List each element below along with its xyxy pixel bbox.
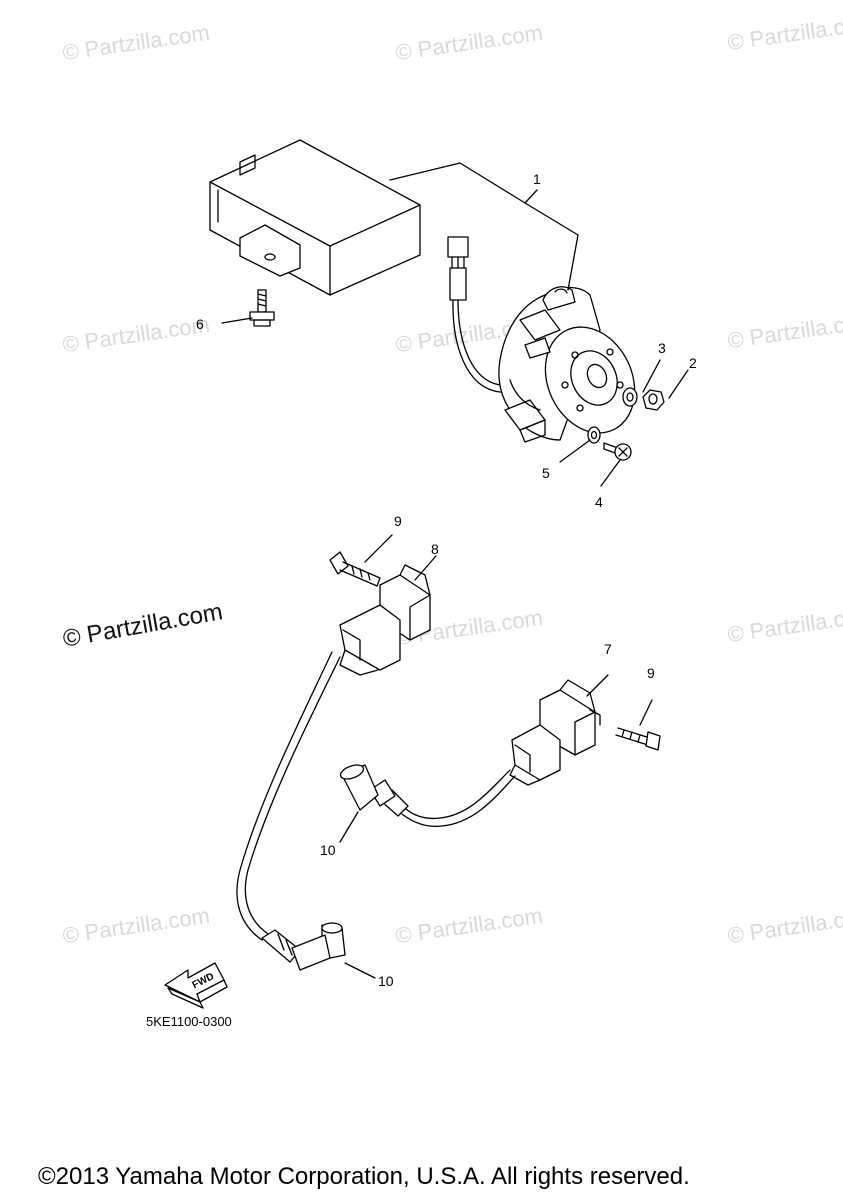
leader-3 (642, 359, 661, 393)
callout-8: 8 (431, 541, 439, 557)
callout-4: 4 (595, 494, 603, 510)
ignition-coil-8 (339, 564, 431, 676)
plug-cap-10-lower (261, 922, 346, 971)
callout-10-lower: 10 (378, 973, 394, 989)
callout-1: 1 (533, 171, 541, 187)
leader-5 (559, 439, 591, 463)
diagram-code: 5KE1100-0300 (146, 1014, 232, 1029)
leader-7 (586, 674, 609, 697)
callout-10-upper: 10 (320, 842, 336, 858)
callout-2: 2 (689, 355, 697, 371)
callout-9-upper: 9 (394, 513, 402, 529)
callout-6: 6 (196, 316, 204, 332)
leader-2 (668, 369, 689, 399)
leader-10-lower (344, 962, 376, 979)
leader-8 (414, 555, 437, 581)
ht-lead-short (401, 769, 516, 828)
screw-4 (603, 442, 632, 461)
bolt-6 (249, 289, 275, 327)
leader-9-upper (364, 534, 393, 563)
leader-10-upper (339, 811, 359, 843)
callout-5: 5 (542, 465, 550, 481)
stator-assembly (498, 286, 636, 443)
callout-9-lower: 9 (647, 665, 655, 681)
leader-9-lower (639, 699, 653, 726)
cdi-unit (209, 139, 421, 296)
leader-4 (600, 459, 621, 487)
ht-lead-long (236, 651, 341, 941)
leader-6 (221, 317, 253, 324)
copyright-notice: ©2013 Yamaha Motor Corporation, U.S.A. A… (38, 1163, 690, 1190)
callout-3: 3 (658, 340, 666, 356)
nut-2 (642, 389, 665, 411)
washer-3 (622, 387, 638, 407)
callout-7: 7 (604, 641, 612, 657)
fwd-arrow-icon (164, 962, 228, 1009)
plug-cap-10-upper (339, 764, 409, 817)
ignition-coil-7 (509, 679, 601, 786)
bolt-9-lower (615, 727, 661, 751)
bolt-9-upper (329, 551, 381, 587)
washer-5 (587, 426, 601, 444)
